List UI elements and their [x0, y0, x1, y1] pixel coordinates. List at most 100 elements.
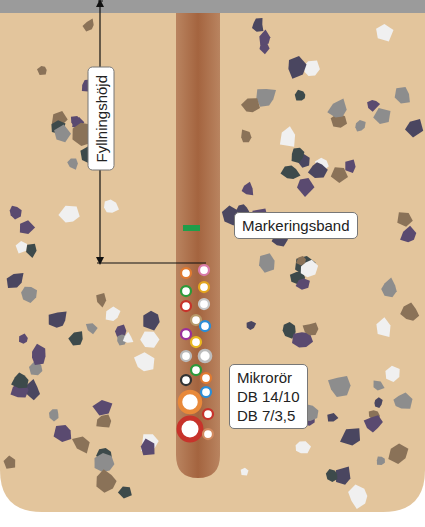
rock	[388, 444, 408, 464]
rock	[241, 98, 260, 112]
rock	[296, 441, 311, 453]
rock	[397, 212, 413, 226]
extension-line	[98, 1, 103, 2]
rock	[96, 293, 106, 307]
label-text: DB 14/10	[237, 387, 300, 406]
micro-duct	[199, 299, 209, 309]
label-text: Mikrorör	[237, 368, 300, 387]
micro-duct	[201, 373, 211, 383]
rock	[54, 125, 71, 143]
rock	[296, 279, 310, 290]
rock	[364, 415, 383, 432]
rock	[67, 158, 78, 169]
rock	[376, 24, 393, 42]
callout-box: MikrorörDB 14/10DB 7/3,5	[229, 364, 308, 429]
micro-duct	[180, 392, 200, 412]
micro-duct	[201, 387, 211, 397]
rock	[328, 376, 351, 397]
rock	[83, 19, 94, 32]
rock	[20, 220, 35, 234]
rock	[374, 380, 385, 390]
rock	[19, 333, 28, 343]
rock	[374, 397, 382, 408]
rock	[340, 428, 360, 445]
rock	[16, 241, 28, 254]
rock	[304, 61, 320, 76]
micro-duct	[181, 286, 191, 296]
micro-duct	[181, 351, 191, 361]
rock	[400, 226, 416, 243]
micro-duct	[203, 409, 213, 419]
micro-ducts	[179, 265, 213, 440]
rock	[373, 108, 390, 124]
rock	[295, 90, 306, 101]
rock	[247, 321, 257, 330]
rock	[385, 366, 399, 382]
rock	[336, 467, 351, 485]
micro-duct	[199, 265, 209, 275]
micro-duct	[179, 418, 201, 440]
rock	[26, 244, 36, 258]
soil	[0, 12, 425, 512]
micro-duct	[199, 350, 211, 362]
rock	[252, 18, 263, 32]
rock	[49, 409, 59, 421]
rock	[141, 439, 155, 456]
rock	[58, 206, 79, 223]
label-text: Markeringsband	[242, 216, 350, 235]
micro-duct	[203, 429, 213, 439]
micro-duct	[181, 301, 191, 311]
rock	[345, 160, 355, 173]
rock	[72, 437, 90, 454]
extension-line	[97, 262, 206, 263]
rock	[104, 199, 119, 212]
rock	[106, 307, 121, 321]
rock	[355, 120, 365, 131]
rock	[49, 312, 67, 328]
rock	[21, 287, 37, 303]
micro-duct	[199, 282, 209, 292]
rock	[123, 332, 133, 343]
rock	[395, 87, 410, 103]
rock	[241, 130, 251, 143]
rock	[348, 485, 367, 510]
rock	[7, 273, 24, 288]
rock	[281, 165, 301, 179]
rock	[134, 352, 154, 371]
dimension-label: Fyllningshöjd	[88, 66, 115, 170]
road-surface	[0, 0, 425, 13]
rock	[256, 89, 276, 107]
rock	[95, 453, 115, 472]
rock	[296, 256, 306, 265]
rock	[68, 331, 82, 345]
rock	[400, 303, 419, 321]
micro-duct	[191, 337, 201, 347]
rock	[303, 323, 319, 336]
label-text: DB 7/3,5	[237, 406, 300, 425]
rock	[241, 468, 249, 476]
rock	[118, 486, 132, 498]
rock	[280, 126, 295, 147]
rock	[242, 182, 254, 196]
rock	[96, 414, 111, 427]
marker-tape	[183, 225, 200, 231]
rock	[292, 148, 305, 163]
rock	[10, 206, 22, 220]
rock	[11, 373, 28, 389]
rock	[32, 344, 46, 365]
rock	[259, 253, 275, 273]
micro-duct	[191, 365, 201, 375]
rock	[92, 400, 112, 416]
rock	[381, 277, 397, 297]
trench-fill	[176, 12, 220, 478]
rock	[377, 457, 385, 465]
rock	[288, 56, 306, 79]
rock	[96, 469, 116, 493]
micro-duct	[200, 321, 210, 331]
rock	[327, 413, 338, 422]
rock	[327, 99, 346, 118]
rock	[259, 30, 270, 45]
callout-box: Markeringsband	[234, 212, 358, 239]
rock	[140, 331, 159, 347]
